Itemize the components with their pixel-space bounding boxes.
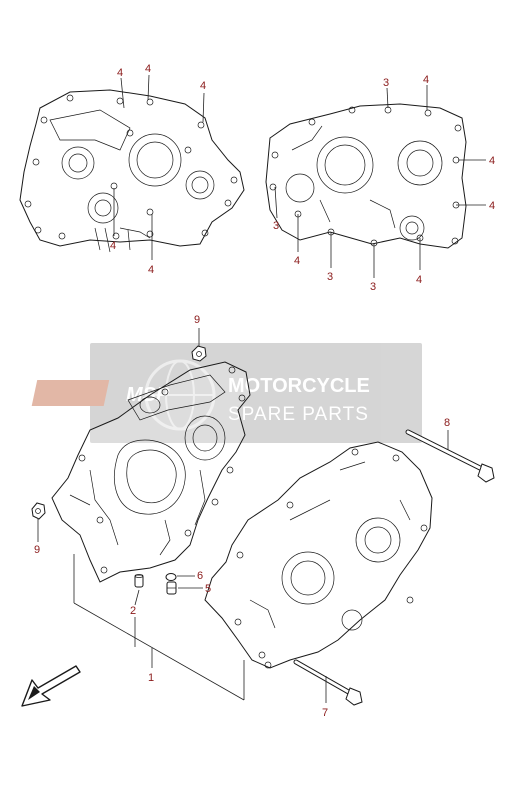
- callout-4: 4: [294, 255, 300, 267]
- part-2-dowel-pin: [134, 574, 144, 588]
- callout-9: 9: [34, 544, 40, 556]
- crankcase-left-outline: [19, 89, 245, 253]
- watermark-box: [90, 343, 422, 443]
- watermark: MSP MOTORCYCLE SPARE PARTS: [31, 343, 422, 443]
- callout-4: 4: [110, 240, 116, 252]
- callout-7: 7: [322, 707, 328, 719]
- callout-3: 3: [383, 77, 389, 89]
- brand-badge: [31, 380, 110, 406]
- part-8-long-bolt: [405, 429, 495, 483]
- callout-4: 4: [117, 67, 123, 79]
- part-5-plug: [166, 581, 177, 595]
- callout-4: 4: [423, 74, 429, 86]
- watermark-line1: MOTORCYCLE: [228, 375, 370, 397]
- callout-3: 3: [370, 281, 376, 293]
- crankcase-left-3d: [51, 361, 251, 583]
- callout-5: 5: [205, 583, 211, 595]
- callout-4: 4: [145, 63, 151, 75]
- front-direction-arrow-icon: [21, 665, 81, 707]
- callout-2: 2: [130, 605, 136, 617]
- callout-4: 4: [416, 274, 422, 286]
- callouts-bottom: 9 9 8 2 6 5 1 7: [34, 314, 450, 719]
- callout-4: 4: [148, 264, 154, 276]
- callout-8: 8: [444, 417, 450, 429]
- callout-9: 9: [194, 314, 200, 326]
- crankcase-right-3d: [204, 441, 433, 669]
- callout-4: 4: [200, 80, 206, 92]
- callout-1: 1: [148, 672, 154, 684]
- callout-3: 3: [327, 271, 333, 283]
- part-6-o-ring: [165, 573, 177, 581]
- callout-3: 3: [273, 220, 279, 232]
- callout-6: 6: [197, 570, 203, 582]
- crankcase-right-outline: [265, 103, 467, 249]
- callout-4: 4: [489, 200, 495, 212]
- callouts-top-left: 4 4 4 4 4: [110, 63, 206, 276]
- watermark-line2: SPARE PARTS: [228, 404, 369, 425]
- part-7-bolt: [293, 659, 363, 706]
- callout-4: 4: [489, 155, 495, 167]
- part-9-nut-left: [31, 502, 46, 520]
- part-9-nut-top: [191, 345, 207, 362]
- callouts-top-right: 3 4 4 4 3 4 3 3 4: [273, 74, 495, 293]
